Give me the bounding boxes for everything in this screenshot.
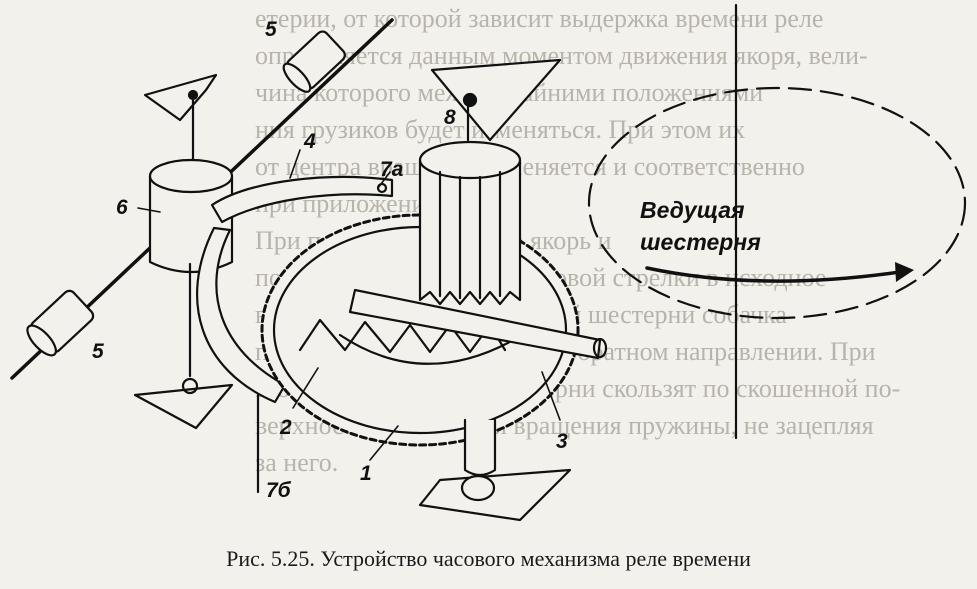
pinion-8	[418, 140, 522, 306]
upper-middle-bracket	[430, 58, 562, 142]
label-6: 6	[116, 196, 128, 219]
drive-gear-label-line2: шестерня	[640, 229, 761, 255]
upper-weight	[282, 30, 346, 93]
lower-left-bracket	[133, 383, 234, 430]
label-7a: 7а	[380, 158, 404, 181]
label-5-upper: 5	[265, 18, 277, 41]
label-5-lower: 5	[92, 340, 104, 363]
label-7b: 7б	[266, 479, 292, 502]
label-2: 2	[279, 416, 292, 439]
label-1: 1	[360, 462, 372, 485]
text-line: етерии, от которой зависит выдержка врем…	[255, 4, 824, 33]
lower-shaft	[463, 418, 497, 477]
label-4: 4	[303, 130, 316, 153]
upper-left-bracket	[143, 73, 218, 122]
rotation-arrow-icon	[645, 266, 902, 283]
figure-caption: Рис. 5.25. Устройство часового механизма…	[226, 546, 751, 571]
label-8: 8	[444, 106, 456, 129]
label-3: 3	[556, 430, 568, 453]
pawl-spring-3	[348, 288, 602, 360]
text-line: за него.	[255, 448, 339, 477]
clock-mechanism-figure: Ведущая шестерня 5 4 8 7а 6 5 2 1 3 7б	[10, 3, 967, 522]
text-line: определяется данным моментом движения як…	[255, 41, 868, 70]
pallet-arm-7b	[195, 226, 287, 404]
drive-gear-label-line1: Ведущая	[640, 197, 745, 223]
drive-gear-outline	[587, 86, 967, 320]
lower-middle-bracket	[418, 468, 572, 522]
pallet-lever	[210, 175, 394, 224]
lower-weight	[26, 289, 95, 357]
